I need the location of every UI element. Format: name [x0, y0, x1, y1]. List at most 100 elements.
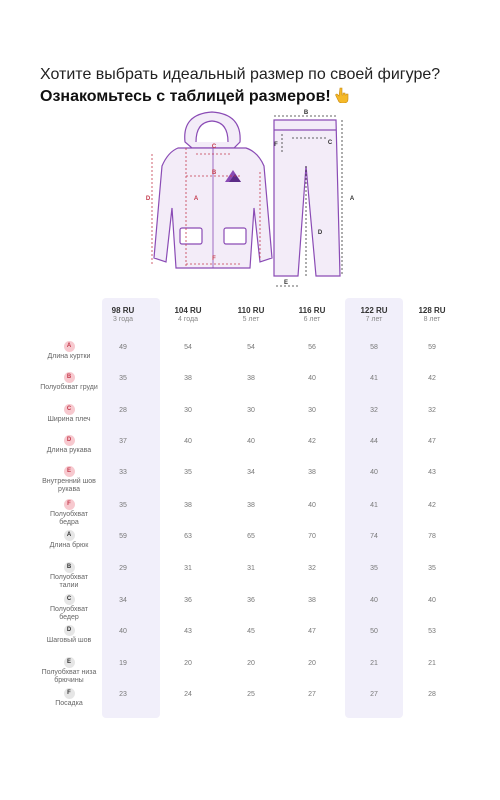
measure-value: 43	[184, 628, 192, 635]
size-label: 122 RU	[360, 306, 388, 315]
measure-letter-badge: D	[63, 435, 75, 446]
heading: Хотите выбрать идеальный размер по своей…	[40, 64, 480, 108]
measure-value: 21	[428, 660, 436, 667]
measure-value: 21	[370, 660, 378, 667]
measure-letter-badge: F	[63, 499, 75, 510]
measure-value: 47	[308, 628, 316, 635]
measure-value: 74	[370, 533, 378, 540]
pants-mark-a: A	[350, 196, 355, 202]
measure-value: 32	[370, 407, 378, 414]
measure-value: 40	[428, 597, 436, 604]
pants-mark-f: F	[274, 142, 278, 148]
pants-mark-c: C	[328, 140, 333, 146]
measure-letter-badge: C	[63, 594, 75, 605]
age-label: 4 года	[178, 316, 198, 323]
measure-value: 56	[308, 344, 316, 351]
measure-value: 28	[428, 691, 436, 698]
column-highlight	[102, 298, 160, 718]
measure-value: 35	[119, 502, 127, 509]
measure-value: 36	[247, 597, 255, 604]
jacket-mark-c: C	[212, 144, 217, 150]
measure-name: Полуобхват низа брючины	[41, 669, 97, 684]
measure-value: 35	[428, 565, 436, 572]
measure-value: 54	[184, 344, 192, 351]
measure-value: 49	[119, 344, 127, 351]
measure-value: 40	[119, 628, 127, 635]
measure-name: Внутренний шов рукава	[42, 478, 96, 493]
measure-value: 44	[370, 438, 378, 445]
measure-value: 63	[184, 533, 192, 540]
measure-value: 30	[247, 407, 255, 414]
jacket-mark-b: B	[212, 170, 217, 176]
measure-value: 47	[428, 438, 436, 445]
measure-name: Полуобхват бедра	[49, 511, 89, 526]
measure-letter-badge: E	[63, 657, 75, 668]
measure-value: 32	[428, 407, 436, 414]
measure-value: 25	[247, 691, 255, 698]
age-label: 5 лет	[242, 316, 260, 323]
heading-call: Ознакомьтесь с таблицей размеров!	[40, 86, 480, 108]
measure-value: 40	[308, 375, 316, 382]
measure-value: 42	[428, 502, 436, 509]
measure-value: 24	[184, 691, 192, 698]
measure-value: 20	[308, 660, 316, 667]
measure-value: 59	[428, 344, 436, 351]
measure-name: Полуобхват бедер	[49, 606, 89, 621]
measure-value: 40	[370, 597, 378, 604]
measure-value: 40	[184, 438, 192, 445]
measure-name: Ширина плеч	[47, 416, 91, 423]
measure-value: 58	[370, 344, 378, 351]
measure-value: 45	[247, 628, 255, 635]
pants-mark-e: E	[284, 280, 288, 286]
measure-value: 30	[308, 407, 316, 414]
measure-letter-badge: C	[63, 404, 75, 415]
measure-value: 78	[428, 533, 436, 540]
measure-value: 42	[308, 438, 316, 445]
pants-drawing	[273, 119, 341, 277]
measure-value: 38	[184, 502, 192, 509]
column-highlight	[345, 298, 403, 718]
measure-value: 29	[119, 565, 127, 572]
measure-name: Посадка	[55, 700, 83, 707]
measure-value: 38	[247, 502, 255, 509]
measure-value: 40	[370, 469, 378, 476]
measure-value: 43	[428, 469, 436, 476]
age-label: 7 лет	[365, 316, 383, 323]
age-label: 6 лет	[303, 316, 321, 323]
measure-value: 20	[247, 660, 255, 667]
measure-value: 27	[308, 691, 316, 698]
measure-value: 36	[184, 597, 192, 604]
measure-letter-badge: A	[63, 341, 75, 352]
measure-name: Длина рукава	[46, 447, 92, 454]
measure-value: 40	[308, 502, 316, 509]
heading-call-text: Ознакомьтесь с таблицей размеров!	[40, 88, 331, 105]
age-label: 8 лет	[423, 316, 441, 323]
measure-value: 41	[370, 375, 378, 382]
heading-question: Хотите выбрать идеальный размер по своей…	[40, 66, 441, 83]
measure-value: 42	[428, 375, 436, 382]
measure-letter-badge: B	[63, 372, 75, 383]
age-label: 3 года	[113, 316, 133, 323]
